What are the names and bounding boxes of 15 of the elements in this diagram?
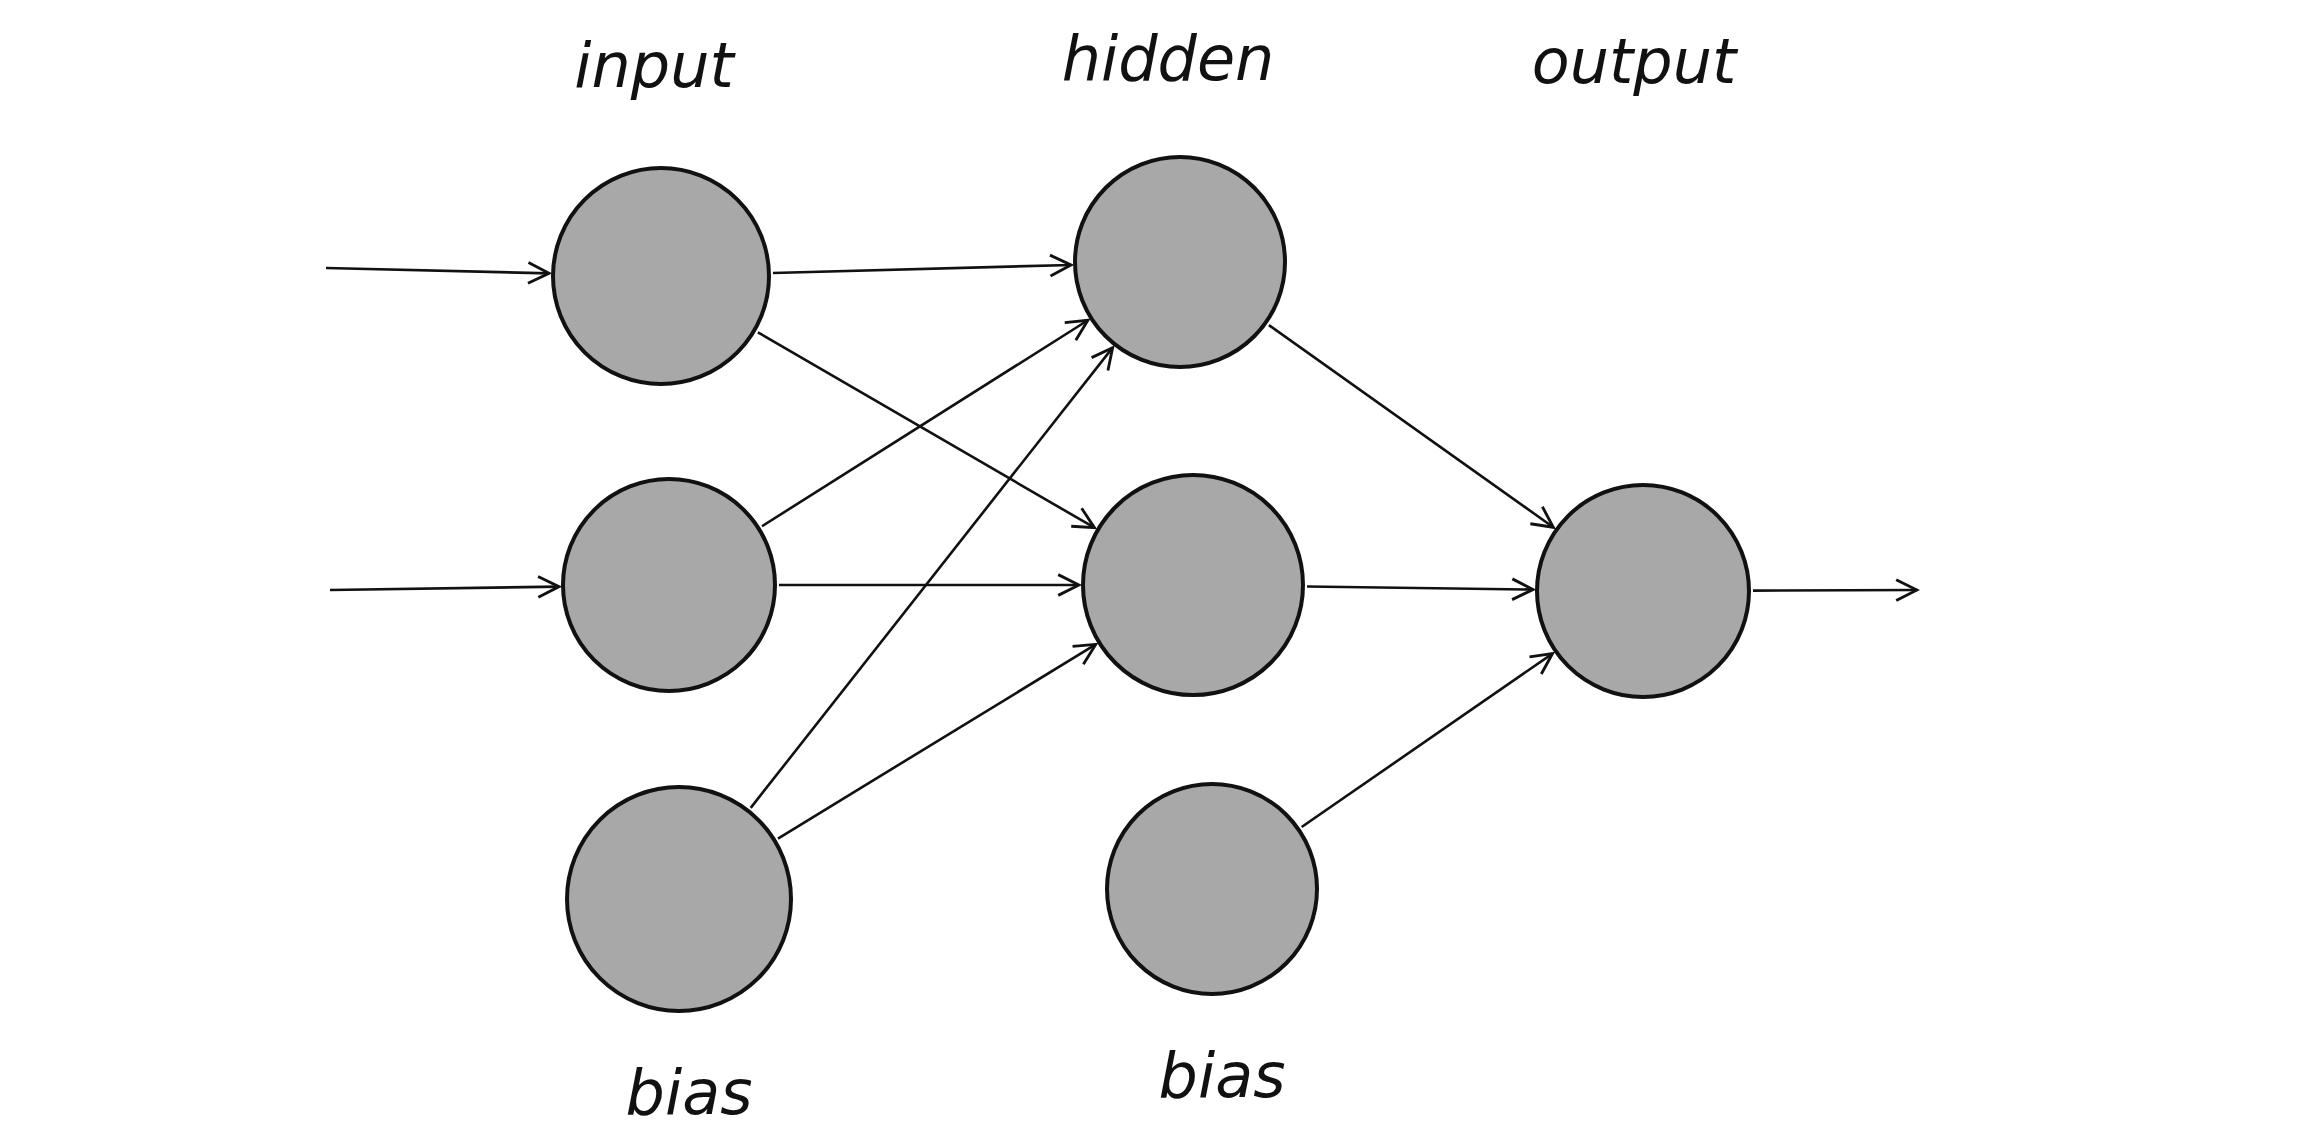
arrow bbox=[779, 573, 1081, 597]
layer-label: output bbox=[1531, 27, 1737, 97]
arrow bbox=[777, 643, 1098, 840]
arrow bbox=[749, 346, 1115, 809]
arrow bbox=[772, 253, 1073, 278]
arrow bbox=[330, 575, 561, 599]
arrow bbox=[1306, 577, 1535, 602]
arrow bbox=[1268, 324, 1555, 529]
bias-label: bias bbox=[625, 1058, 753, 1128]
arrow bbox=[1300, 652, 1554, 829]
arrow bbox=[1753, 578, 1919, 602]
layer-label: input bbox=[574, 31, 734, 101]
layer-label: hidden bbox=[1061, 24, 1275, 94]
bias-label: bias bbox=[1158, 1041, 1286, 1111]
arrow bbox=[325, 261, 551, 285]
